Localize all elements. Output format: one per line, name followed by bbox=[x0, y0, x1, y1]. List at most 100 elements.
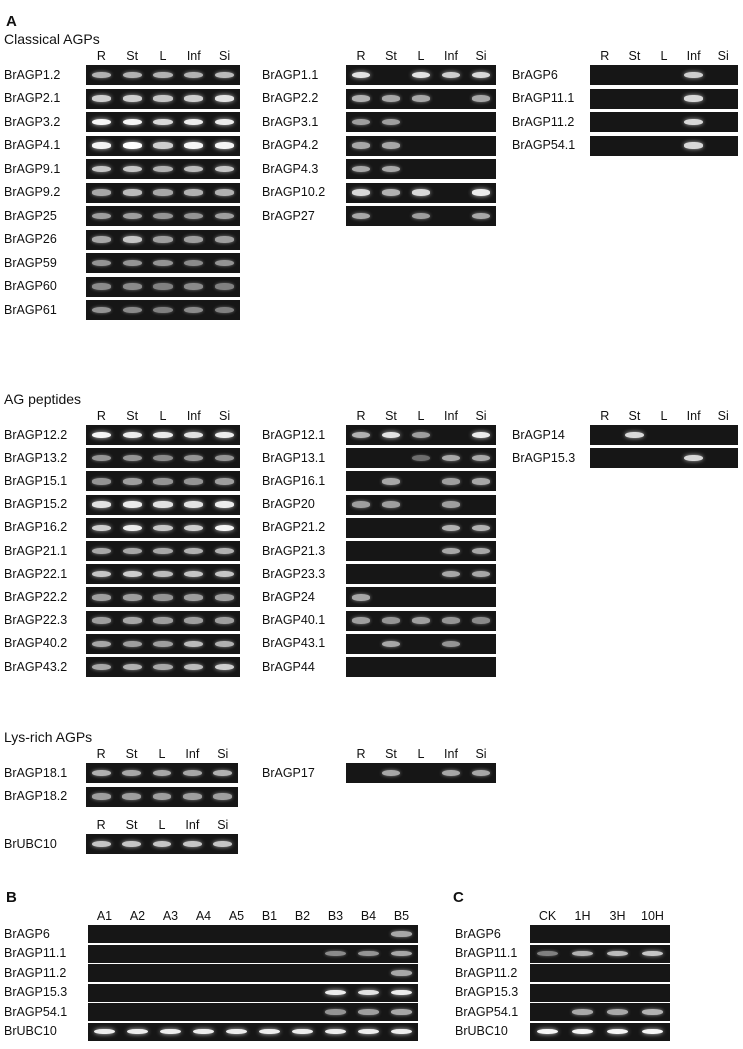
gel-band bbox=[152, 793, 172, 800]
gel-strip bbox=[86, 229, 240, 250]
column-header: St bbox=[385, 49, 397, 63]
gel-band bbox=[153, 478, 173, 485]
gel-band bbox=[122, 165, 142, 173]
gel-strip bbox=[590, 65, 738, 85]
gel-band bbox=[91, 617, 111, 624]
gel-band bbox=[684, 95, 703, 102]
gel-strip bbox=[88, 983, 418, 1002]
gene-label: BrAGP12.2 bbox=[4, 427, 68, 442]
gel-band bbox=[391, 970, 412, 976]
gel-strip bbox=[530, 964, 670, 982]
gene-label: BrAGP9.2 bbox=[4, 185, 61, 199]
gel-band bbox=[351, 594, 371, 601]
gel-band bbox=[351, 95, 371, 102]
gel-band bbox=[381, 640, 401, 647]
gene-label: BrAGP40.2 bbox=[4, 636, 68, 651]
gene-label: BrAGP17 bbox=[262, 765, 315, 780]
column-header: L bbox=[660, 409, 668, 423]
gene-label: BrUBC10 bbox=[4, 836, 57, 851]
gel-strip bbox=[346, 65, 496, 85]
section-title: Lys-rich AGPs bbox=[4, 729, 93, 745]
gel-band bbox=[471, 570, 491, 578]
column-header: L bbox=[417, 747, 425, 761]
gel-band bbox=[471, 189, 491, 196]
gel-band bbox=[122, 306, 142, 314]
gel-strip bbox=[530, 944, 670, 963]
gel-band bbox=[471, 454, 491, 462]
gel-strip bbox=[86, 633, 240, 654]
gel-band bbox=[571, 1009, 594, 1015]
gel-band bbox=[152, 769, 172, 777]
gene-label: BrAGP21.3 bbox=[262, 543, 326, 558]
gel-band bbox=[184, 212, 204, 220]
gel-band bbox=[153, 663, 173, 671]
gel-band bbox=[292, 1028, 313, 1035]
gel-band bbox=[351, 431, 371, 439]
gel-band bbox=[411, 454, 431, 462]
gel-band bbox=[641, 1009, 664, 1015]
gene-label: BrAGP43.2 bbox=[4, 659, 68, 674]
gene-label: BrAGP1.1 bbox=[262, 67, 319, 82]
gel-band bbox=[684, 118, 703, 126]
gene-label: BrAGP12.1 bbox=[262, 427, 326, 442]
gene-label: BrAGP6 bbox=[4, 926, 50, 941]
gel-strip bbox=[346, 494, 496, 515]
gene-label: BrAGP4.3 bbox=[262, 161, 319, 176]
gel-band bbox=[441, 547, 461, 555]
gel-band bbox=[153, 570, 173, 578]
gel-strip bbox=[88, 944, 418, 963]
gel-strip bbox=[86, 159, 240, 179]
column-header: B5 bbox=[393, 909, 410, 923]
gel-band bbox=[91, 793, 111, 800]
gene-label: BrAGP11.2 bbox=[4, 965, 67, 980]
column-header: CK bbox=[538, 909, 557, 923]
gel-strip bbox=[346, 112, 496, 132]
gel-band bbox=[152, 840, 172, 848]
gel-band bbox=[91, 236, 111, 243]
gel-strip bbox=[346, 587, 496, 608]
gel-band bbox=[122, 501, 142, 508]
gel-band bbox=[213, 840, 233, 848]
gene-label: BrAGP11.2 bbox=[455, 965, 518, 980]
column-header: R bbox=[96, 747, 106, 761]
gene-label: BrAGP4.2 bbox=[262, 138, 319, 152]
gel-band bbox=[122, 524, 142, 531]
gel-band bbox=[153, 165, 173, 173]
gel-strip bbox=[86, 564, 240, 585]
gel-band bbox=[471, 431, 491, 439]
gel-band bbox=[215, 142, 235, 149]
column-header: Si bbox=[717, 49, 729, 63]
gel-band bbox=[215, 212, 235, 220]
column-header: A4 bbox=[195, 909, 212, 923]
column-header: Si bbox=[219, 49, 231, 63]
gel-band bbox=[215, 524, 235, 531]
gel-strip bbox=[346, 633, 496, 654]
gel-band bbox=[381, 478, 401, 485]
column-header: Si bbox=[475, 747, 487, 761]
gel-band bbox=[122, 259, 142, 267]
gel-band bbox=[127, 1028, 148, 1035]
column-header: St bbox=[628, 49, 641, 63]
gene-label: BrAGP23.3 bbox=[262, 566, 326, 581]
gel-band bbox=[471, 95, 491, 102]
gel-band bbox=[215, 283, 235, 290]
gene-label: BrAGP54.1 bbox=[512, 138, 576, 152]
gel-band bbox=[122, 547, 142, 555]
gene-label: BrAGP18.2 bbox=[4, 789, 68, 803]
gel-band bbox=[358, 1028, 379, 1035]
gene-label: BrAGP4.1 bbox=[4, 138, 61, 152]
gel-band bbox=[184, 478, 204, 485]
gel-strip bbox=[346, 206, 496, 226]
gel-band bbox=[606, 1028, 629, 1035]
gel-band bbox=[441, 570, 461, 578]
gel-strip bbox=[346, 448, 496, 469]
gel-band bbox=[471, 547, 491, 555]
gel-band bbox=[471, 617, 491, 624]
gel-band bbox=[381, 769, 401, 777]
panel-letter: A bbox=[6, 13, 17, 30]
gel-band bbox=[153, 617, 173, 624]
gel-band bbox=[91, 501, 111, 508]
gel-band bbox=[215, 189, 235, 196]
gene-label: BrAGP1.2 bbox=[4, 67, 61, 82]
gene-label: BrAGP14 bbox=[512, 427, 565, 442]
